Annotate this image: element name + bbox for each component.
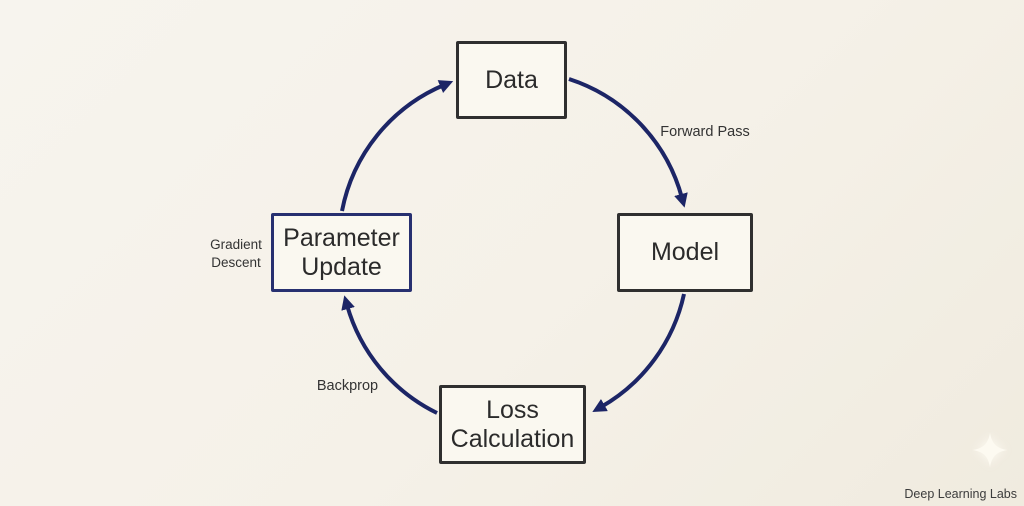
edge-data-to-model-arrow — [568, 77, 688, 208]
edge-label-forward-pass: Forward Pass — [660, 124, 750, 140]
edge-param-to-data-arrow — [340, 80, 454, 212]
watermark-label: Deep Learning Labs — [904, 487, 1017, 501]
sparkle-icon — [972, 432, 1008, 468]
node-data: Data — [456, 41, 567, 119]
edge-label-gradient-descent: Gradient Descent — [210, 237, 262, 270]
node-model: Model — [617, 213, 753, 292]
node-loss-calculation: Loss Calculation — [439, 385, 586, 464]
edge-model-to-loss-arrow — [592, 293, 686, 412]
node-data-label: Data — [485, 65, 538, 94]
node-parameter-update-label: Parameter Update — [283, 223, 400, 281]
node-model-label: Model — [650, 238, 720, 266]
watermark: Deep Learning Labs — [884, 426, 1024, 506]
node-parameter-update: Parameter Update — [271, 213, 412, 292]
node-loss-calculation-label: Loss Calculation — [450, 395, 575, 453]
edge-loss-to-param-arrow — [341, 295, 438, 415]
edge-label-backprop: Backprop — [316, 378, 379, 394]
